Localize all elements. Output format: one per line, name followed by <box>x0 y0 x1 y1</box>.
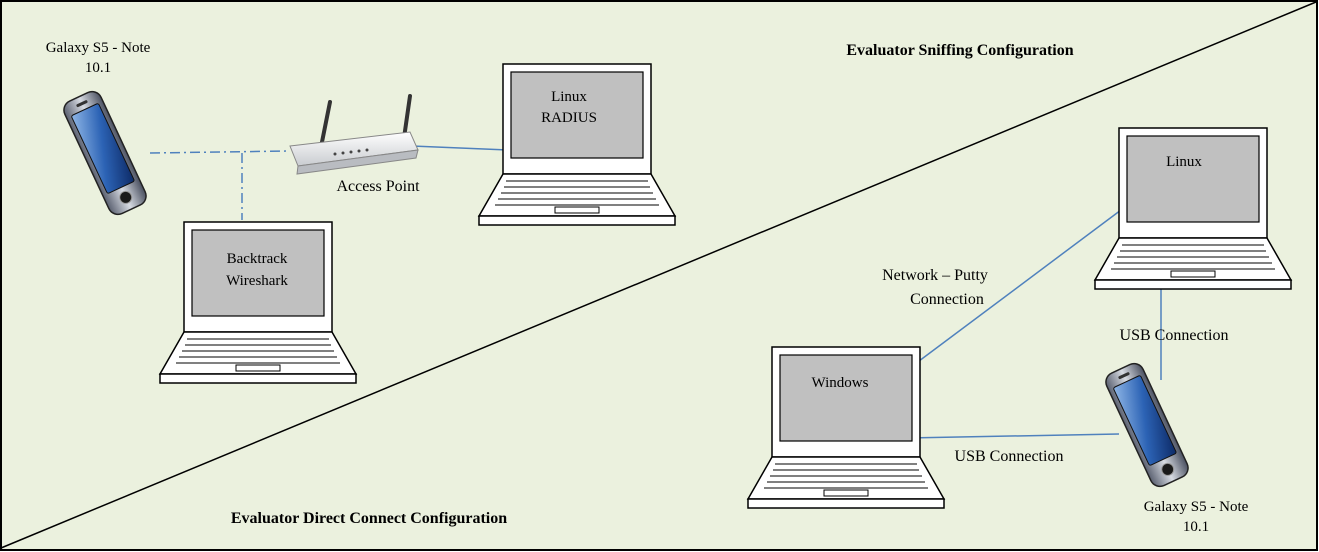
laptop-windows-label: Windows <box>812 375 869 391</box>
wireless-link-phone-ap <box>149 150 291 154</box>
phone-direct-label-line2: 10.1 <box>1183 519 1209 535</box>
laptop-linux-radius-label-line2: RADIUS <box>541 110 597 126</box>
phone-sniffing-label-line2: 10.1 <box>85 60 111 76</box>
network-putty-label-line2: Connection <box>910 291 984 308</box>
laptop-backtrack-label-line1: Backtrack <box>227 251 288 267</box>
access-point-label: Access Point <box>336 178 420 195</box>
sniffing-config-title: Evaluator Sniffing Configuration <box>846 42 1073 59</box>
laptop-linux-label: Linux <box>1166 154 1202 170</box>
laptop-linux <box>1094 127 1292 290</box>
usb-link-windows-phone <box>906 433 1120 439</box>
usb-connection-label-bottom: USB Connection <box>955 448 1064 465</box>
network-link-windows-linux <box>906 209 1122 371</box>
laptop-backtrack-label-line2: Wireshark <box>226 273 288 289</box>
laptop-windows <box>747 346 945 509</box>
phone-direct-label-line1: Galaxy S5 - Note <box>1144 499 1249 515</box>
laptop-linux-radius-label-line1: Linux <box>551 89 587 105</box>
usb-connection-label-right: USB Connection <box>1120 327 1229 344</box>
laptop-backtrack-wireshark <box>159 221 357 384</box>
direct-connect-config-title: Evaluator Direct Connect Configuration <box>231 510 507 527</box>
phone-sniffing-label-line1: Galaxy S5 - Note <box>46 40 151 56</box>
network-putty-label-line1: Network – Putty <box>882 267 988 284</box>
wired-link-ap-radius <box>411 145 509 151</box>
access-point-icon <box>289 94 419 175</box>
